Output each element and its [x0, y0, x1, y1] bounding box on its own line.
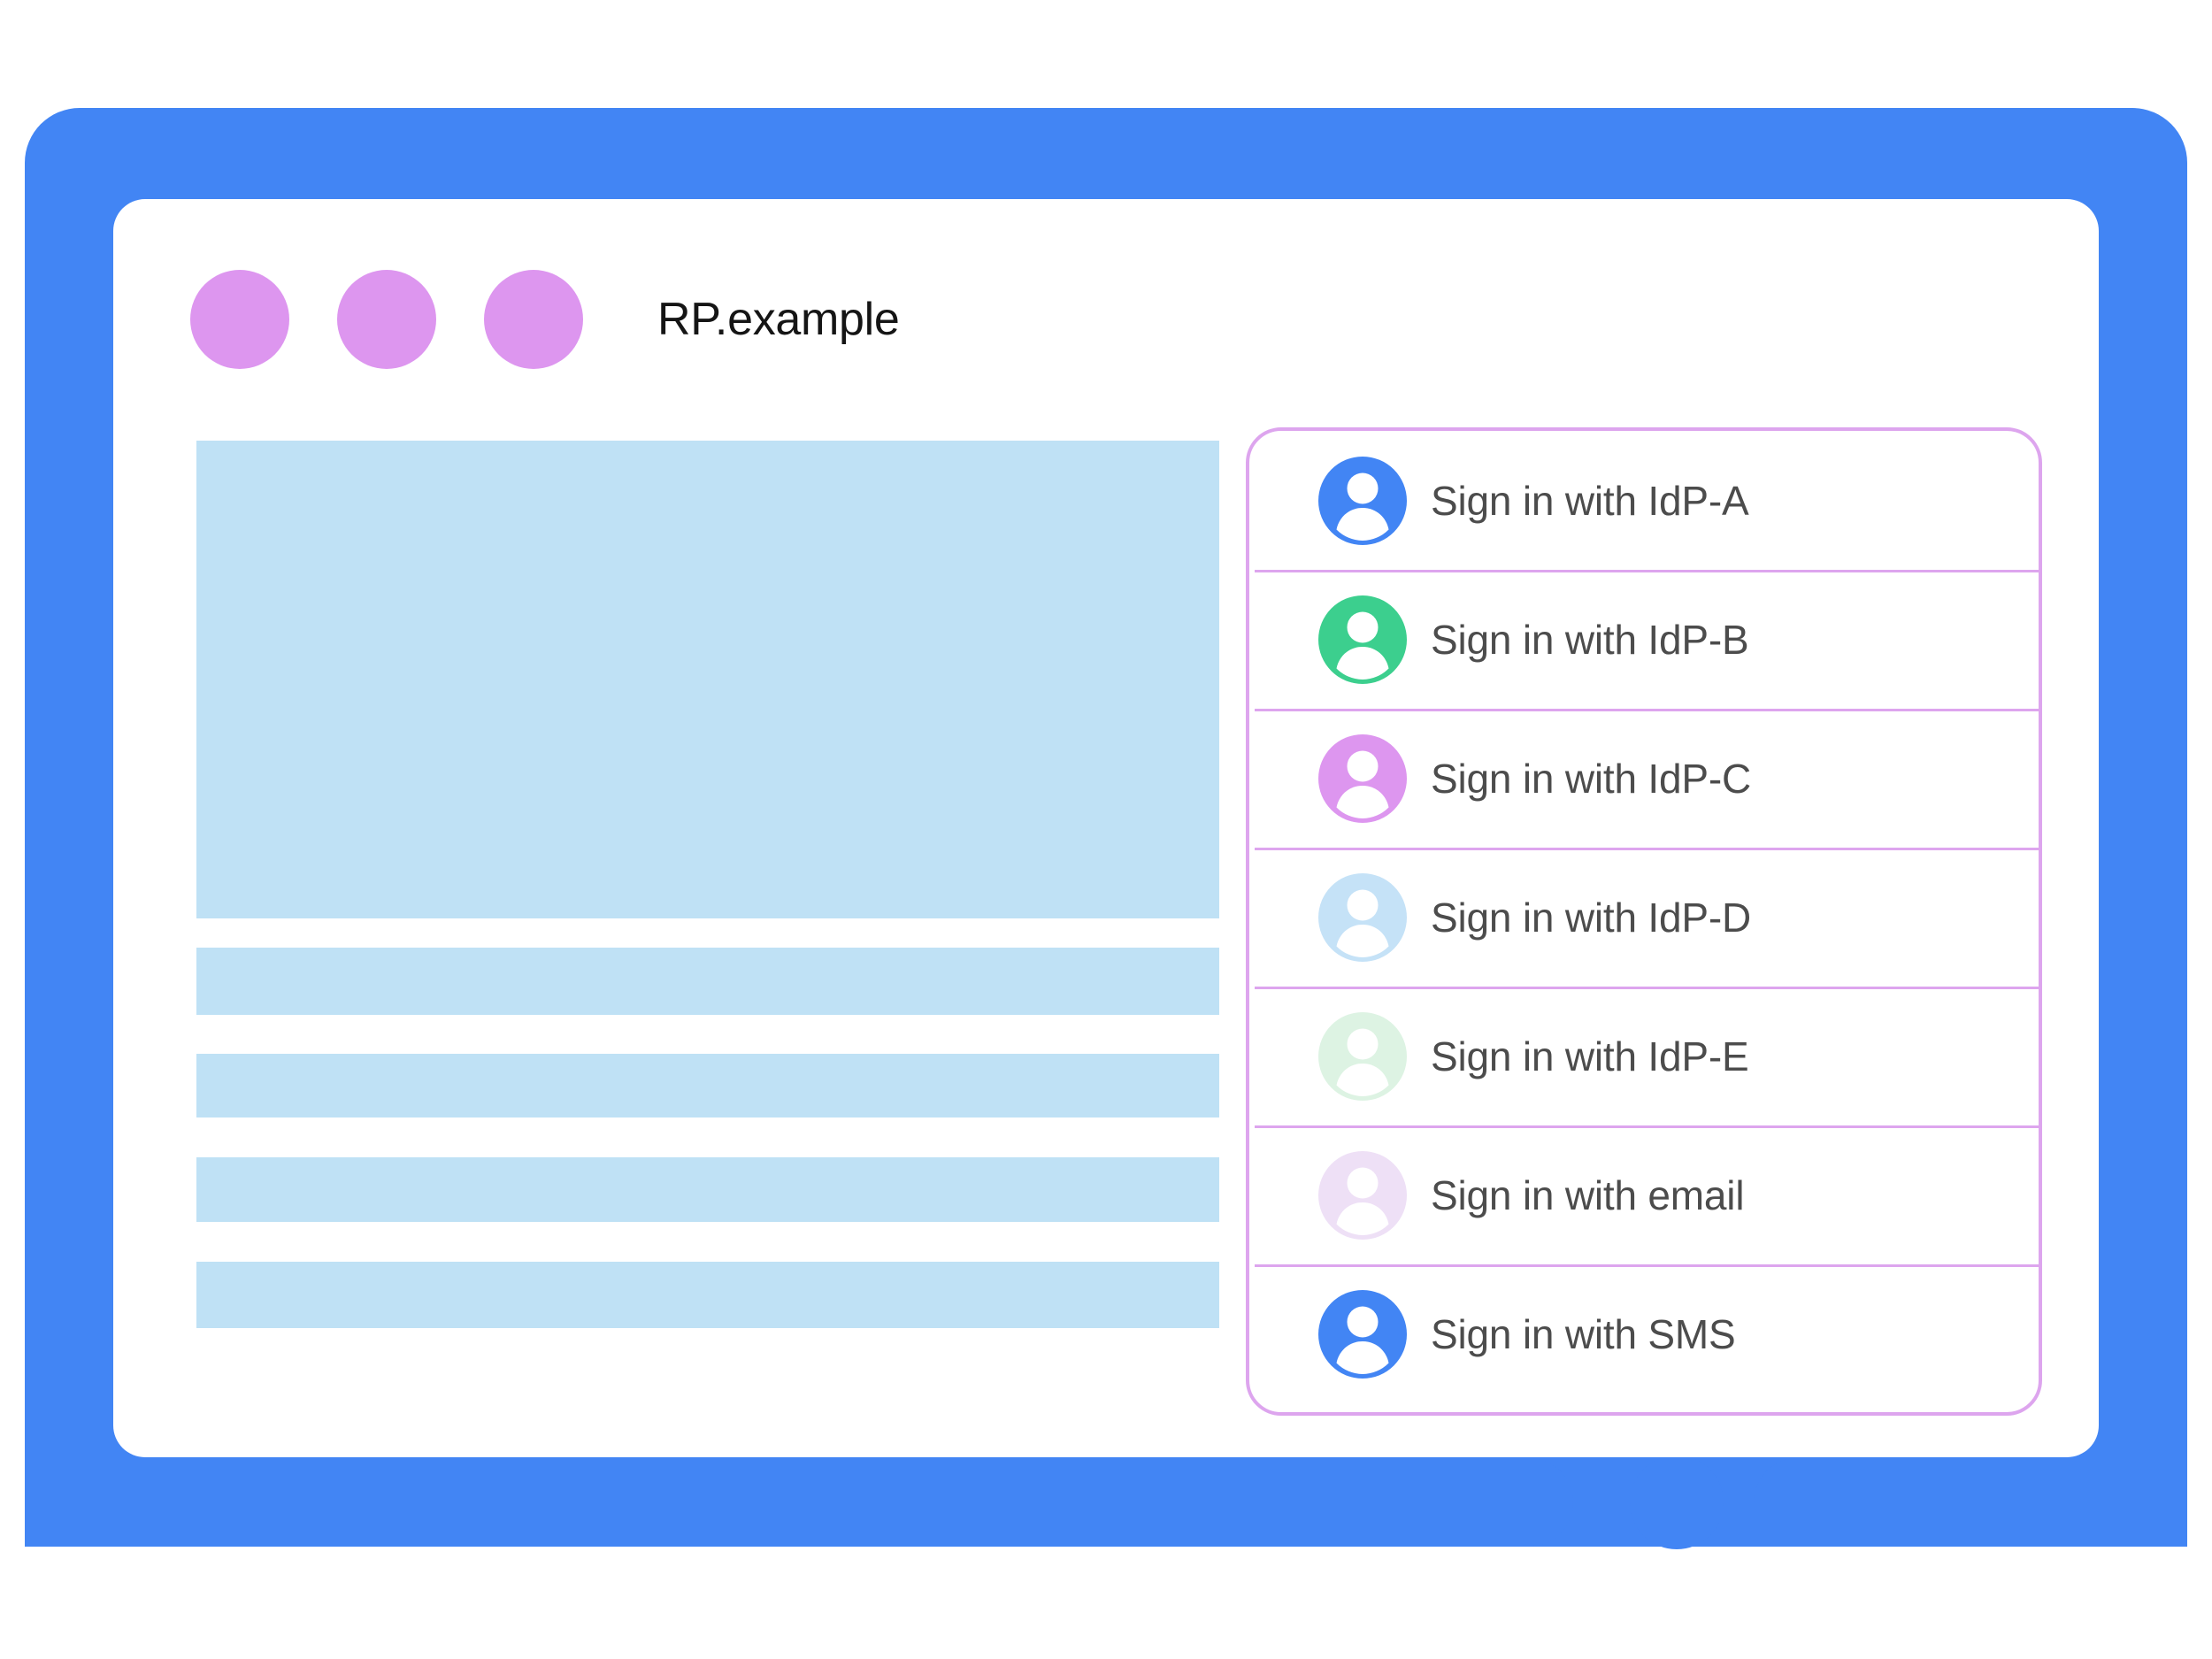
page-content-placeholder [196, 441, 1219, 1328]
account-row[interactable]: Sign in with IdP-B [1249, 570, 2039, 709]
person-avatar-icon [1318, 1011, 1407, 1101]
device-base-bar-left [25, 1458, 1573, 1547]
text-block-2 [196, 1054, 1219, 1118]
text-block-4 [196, 1262, 1219, 1328]
account-label: Sign in with IdP-D [1431, 894, 1751, 941]
account-row[interactable]: Sign in with SMS [1249, 1264, 2039, 1403]
account-chooser-dialog: Sign in with IdP-A Sign in with IdP-B Sign… [1246, 427, 2042, 1416]
person-avatar-icon [1318, 595, 1407, 684]
account-list: Sign in with IdP-A Sign in with IdP-B Sign… [1249, 431, 2039, 1412]
person-avatar-icon [1318, 1289, 1407, 1379]
person-avatar-icon [1318, 733, 1407, 823]
traffic-light-dot-1[interactable] [190, 270, 289, 369]
account-label: Sign in with IdP-E [1431, 1033, 1749, 1079]
account-row[interactable]: Sign in with IdP-D [1249, 848, 2039, 987]
person-avatar-icon [1318, 456, 1407, 545]
page-title: RP.example [657, 294, 900, 345]
text-block-1 [196, 948, 1219, 1015]
traffic-light-dot-2[interactable] [337, 270, 436, 369]
account-row[interactable]: Sign in with email [1249, 1125, 2039, 1264]
home-button[interactable] [1630, 1455, 1724, 1549]
hero-block [196, 441, 1219, 918]
account-label: Sign in with IdP-C [1431, 755, 1751, 802]
account-label: Sign in with IdP-A [1431, 477, 1749, 524]
person-avatar-icon [1318, 872, 1407, 962]
account-row[interactable]: Sign in with IdP-A [1249, 431, 2039, 570]
text-block-3 [196, 1157, 1219, 1222]
account-row[interactable]: Sign in with IdP-E [1249, 987, 2039, 1125]
browser-title-bar: RP.example [190, 270, 900, 369]
traffic-light-dot-3[interactable] [484, 270, 583, 369]
account-label: Sign in with IdP-B [1431, 616, 1749, 663]
account-row[interactable]: Sign in with IdP-C [1249, 709, 2039, 848]
device-base-bar-right [1754, 1458, 2187, 1547]
account-label: Sign in with email [1431, 1171, 1745, 1218]
account-label: Sign in with SMS [1431, 1310, 1736, 1357]
person-avatar-icon [1318, 1150, 1407, 1240]
